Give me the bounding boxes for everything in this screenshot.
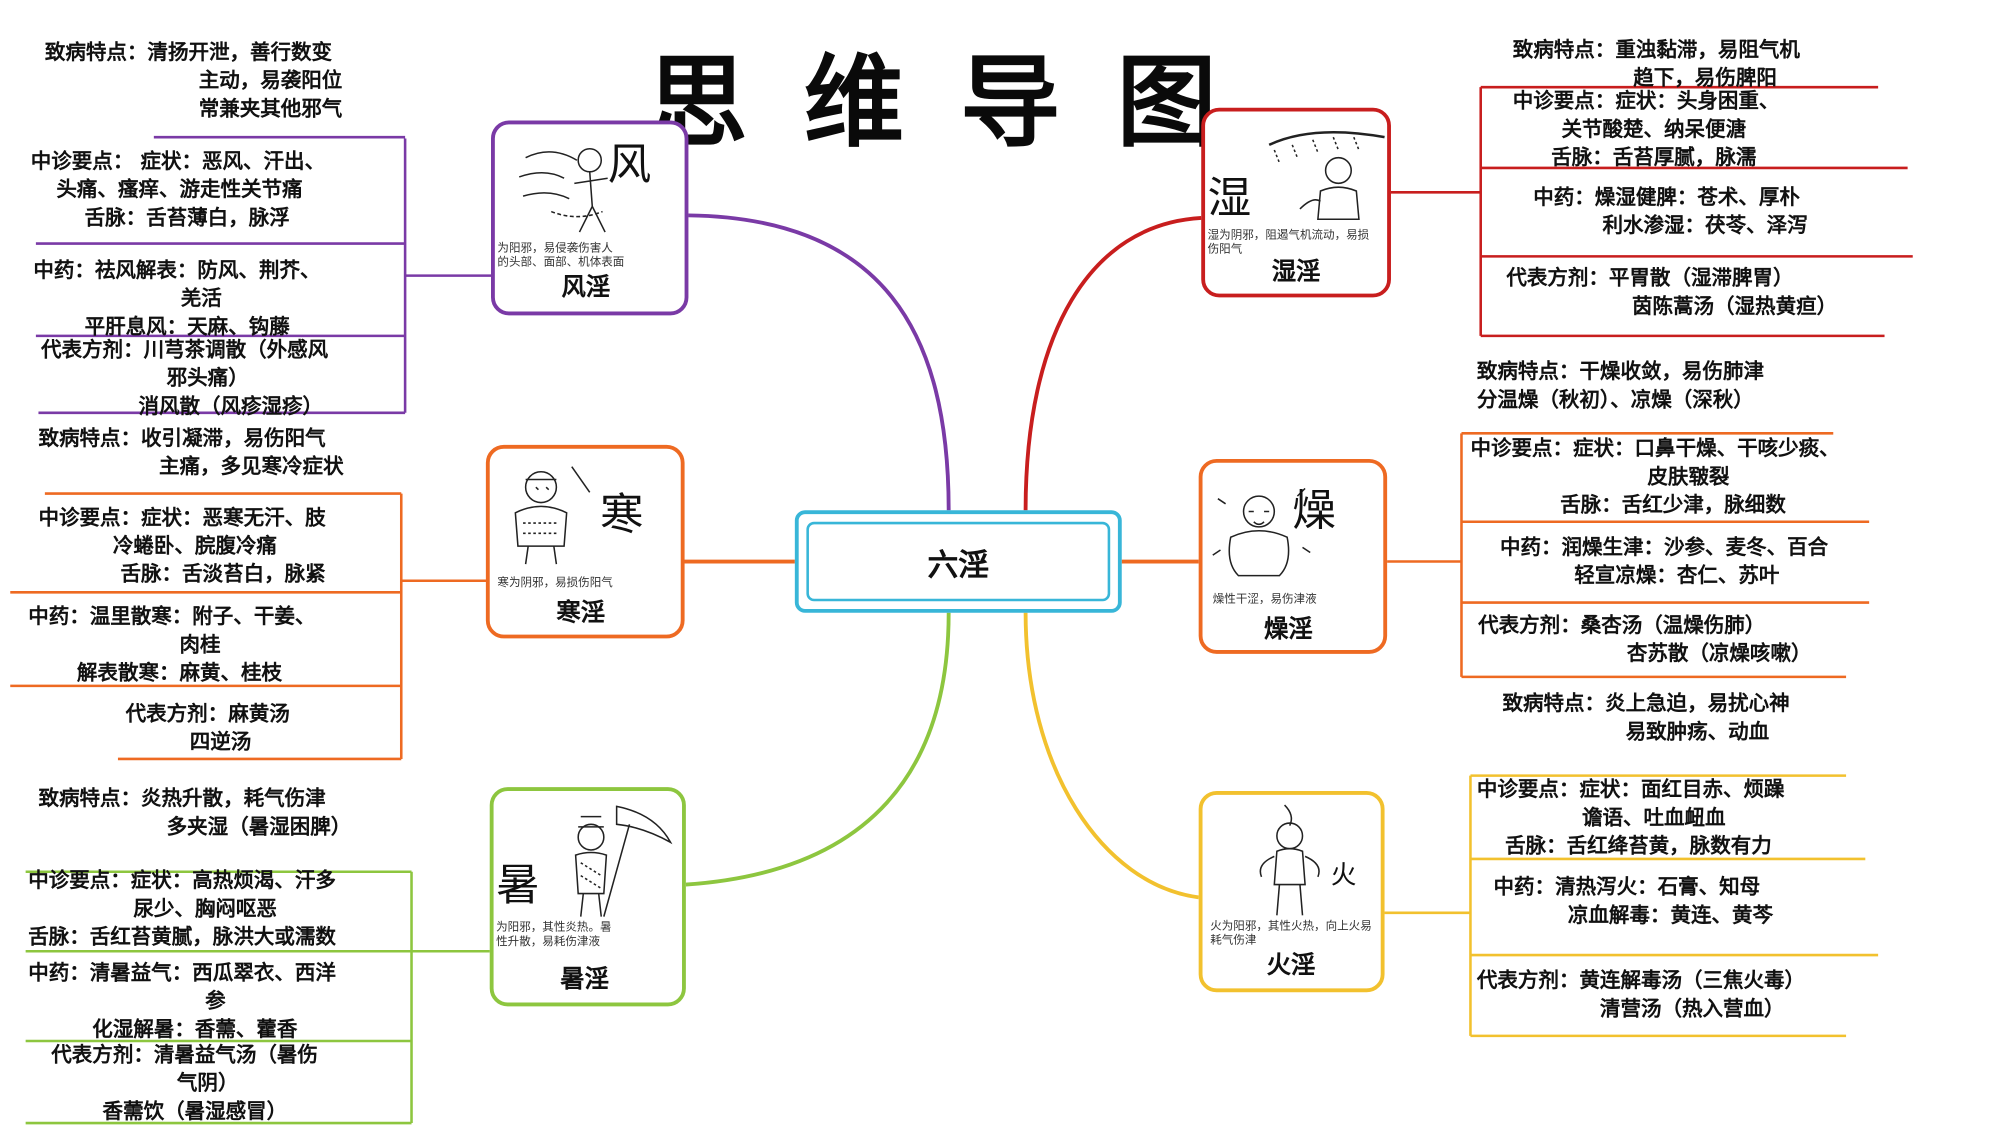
damp-medicine: 中药：燥湿健脾：苍术、厚朴 利水渗湿：茯苓、泽泻 bbox=[1533, 184, 1808, 238]
topic-wind[interactable]: 风 为阳邪，易侵袭伤害人 的头部、面部、机体表面 风淫 bbox=[491, 120, 689, 316]
damp-formula: 代表方剂：平胃散（湿滞脾胃） 茵陈蒿汤（湿热黄疸） bbox=[1506, 265, 1838, 318]
dry-caption: 燥性干涩，易伤津液 bbox=[1212, 593, 1317, 607]
dry-diagnosis: 中诊要点：症状：口鼻干燥、干咳少痰、 皮肤皲裂 舌脉：舌红少津，脉细数 bbox=[1470, 435, 1840, 517]
wind-detail-lines bbox=[35, 135, 492, 415]
fire-formula: 代表方剂：黄连解毒汤（三焦火毒） 清营汤（热入营血） bbox=[1476, 967, 1806, 1021]
fire-figure-illustration bbox=[1259, 804, 1320, 916]
topic-cold[interactable]: 寒 寒为阴邪，易损伤阳气 寒淫 bbox=[485, 444, 685, 639]
cold-feature: 致病特点：收引凝滞，易伤阳气 主痛，多见寒冷症状 bbox=[38, 425, 344, 479]
summer-feature: 致病特点：炎热升散，耗气伤津 多夹湿（暑湿困脾） bbox=[38, 785, 352, 839]
cold-name: 寒淫 bbox=[556, 598, 606, 627]
dry-char: 燥 bbox=[1292, 485, 1336, 538]
wind-formula: 代表方剂：川芎茶调散（外感风 邪头痛） 消风散（风疹湿疹） bbox=[41, 337, 329, 418]
summer-diagnosis: 中诊要点：症状：高热烦渴、汗多 尿少、胸闷呕恶 舌脉：舌红苔黄腻，脉洪大或濡数 bbox=[28, 867, 336, 949]
central-topic-label: 六淫 bbox=[806, 521, 1111, 602]
damp-detail-lines bbox=[1390, 85, 1913, 338]
damp-diagnosis: 中诊要点：症状：头身困重、 关节酸楚、纳呆便溏 舌脉：舌苔厚腻，脉濡 bbox=[1512, 88, 1780, 170]
fire-caption: 火为阳邪，其性火热，向上火易 耗气伤津 bbox=[1210, 920, 1372, 948]
fire-char: 火 bbox=[1330, 858, 1357, 890]
summer-name: 暑淫 bbox=[560, 965, 609, 994]
damp-feature: 致病特点：重浊黏滞，易阻气机 趋下，易伤脾阳 bbox=[1512, 37, 1800, 90]
fire-medicine: 中药：清热泻火：石膏、知母 凉血解毒：黄连、黄芩 bbox=[1493, 874, 1774, 927]
damp-name: 湿淫 bbox=[1271, 257, 1321, 286]
branch-damp bbox=[1023, 216, 1202, 511]
cold-detail-lines bbox=[10, 492, 488, 761]
central-topic[interactable]: 六淫 bbox=[794, 510, 1122, 613]
topic-damp[interactable]: 湿 湿为阴邪，阻遏气机流动，易损 伤阳气 湿淫 bbox=[1201, 107, 1391, 298]
dry-detail-lines bbox=[1387, 432, 1870, 679]
page-title: 思维导图 bbox=[647, 44, 1274, 162]
dry-figure-illustration bbox=[1212, 487, 1311, 577]
branch-wind bbox=[688, 213, 951, 511]
cold-caption: 寒为阴邪，易损伤阳气 bbox=[497, 576, 613, 590]
cold-medicine: 中药：温里散寒：附子、干姜、 肉桂 解表散寒：麻黄、桂枝 bbox=[28, 603, 316, 685]
fire-name: 火淫 bbox=[1266, 951, 1316, 980]
cold-char: 寒 bbox=[599, 489, 644, 542]
fire-diagnosis: 中诊要点：症状：面红目赤、烦躁 谵语、吐血衄血 舌脉：舌红绛苔黄，脉数有力 bbox=[1476, 776, 1785, 858]
summer-figure-illustration bbox=[574, 805, 673, 917]
fire-feature: 致病特点：炎上急迫，易扰心神 易致肿疡、动血 bbox=[1502, 690, 1790, 744]
summer-detail-lines bbox=[25, 870, 490, 1125]
summer-char: 暑 bbox=[496, 860, 540, 912]
cold-figure-illustration bbox=[514, 466, 591, 565]
branch-fire bbox=[1023, 612, 1199, 900]
topic-fire[interactable]: 火 火为阳邪，其性火热，向上火易 耗气伤津 火淫 bbox=[1198, 790, 1385, 993]
wind-name: 风淫 bbox=[561, 273, 611, 302]
wind-feature: 致病特点：清扬开泄，善行数变 主动，易袭阳位 常兼夹其他邪气 bbox=[44, 39, 343, 121]
topic-dry[interactable]: 燥 燥性干涩，易伤津液 燥淫 bbox=[1198, 458, 1388, 654]
wind-diagnosis: 中诊要点： 症状：恶风、汗出、 头痛、瘙痒、游走性关节痛 舌脉：舌苔薄白，脉浮 bbox=[30, 148, 326, 230]
damp-char: 湿 bbox=[1207, 173, 1252, 225]
dry-formula: 代表方剂：桑杏汤（温燥伤肺） 杏苏散（凉燥咳嗽） bbox=[1478, 612, 1812, 666]
dry-medicine: 中药：润燥生津：沙参、麦冬、百合 轻宣凉燥：杏仁、苏叶 bbox=[1499, 534, 1829, 588]
wind-figure-illustration bbox=[518, 147, 608, 233]
branch-summer bbox=[685, 612, 951, 887]
cold-diagnosis: 中诊要点：症状：恶寒无汗、肢 冷蜷卧、脘腹冷痛 舌脉：舌淡苔白，脉紧 bbox=[38, 505, 326, 586]
dry-name: 燥淫 bbox=[1264, 615, 1313, 644]
wind-medicine: 中药：祛风解表：防风、荆芥、 羌活 平肝息风：天麻、钩藤 bbox=[33, 257, 321, 339]
wind-caption: 为阳邪，易侵袭伤害人 的头部、面部、机体表面 bbox=[497, 242, 625, 270]
summer-formula: 代表方剂：清暑益气汤（暑伤 气阴） 香薷饮（暑湿感冒） bbox=[51, 1042, 318, 1124]
summer-medicine: 中药：清暑益气：西瓜翠衣、西洋 参 化湿解暑：香薷、藿香 bbox=[28, 960, 336, 1041]
dry-feature: 致病特点：干燥收敛，易伤肺津 分温燥（秋初）、凉燥（深秋） bbox=[1476, 358, 1765, 412]
wind-char: 风 bbox=[607, 139, 652, 192]
damp-figure-illustration bbox=[1268, 130, 1385, 220]
cold-formula: 代表方剂：麻黄汤 四逆汤 bbox=[125, 701, 290, 754]
fire-detail-lines bbox=[1384, 774, 1879, 1038]
topic-summer[interactable]: 暑 为阳邪，其性炎热。暑 性升散，易耗伤津液 暑淫 bbox=[489, 787, 686, 1007]
damp-caption: 湿为阴邪，阻遏气机流动，易损 伤阳气 bbox=[1207, 229, 1370, 257]
summer-caption: 为阳邪，其性炎热。暑 性升散，易耗伤津液 bbox=[496, 921, 612, 949]
